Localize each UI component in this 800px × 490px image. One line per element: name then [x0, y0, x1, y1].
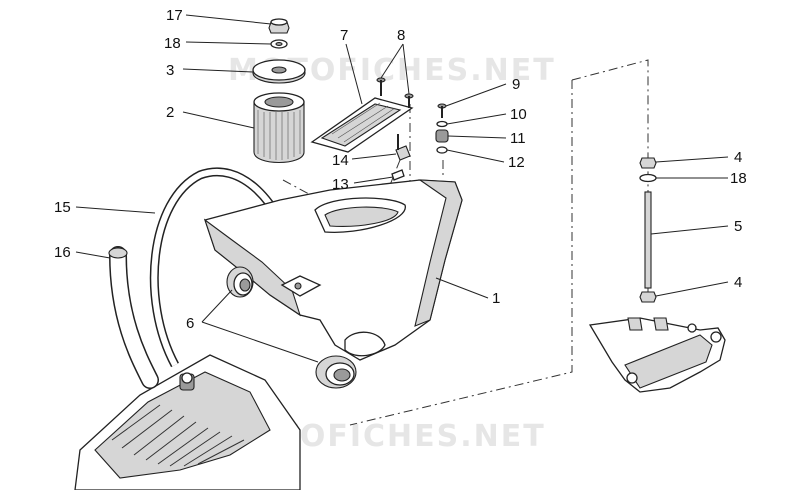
grommet-11	[435, 129, 449, 143]
bolt-9	[437, 103, 447, 118]
callout-13: 13	[332, 176, 349, 193]
callout-8: 8	[397, 27, 405, 44]
intake-rubber-6b	[315, 355, 357, 389]
air-filter-2	[253, 92, 305, 163]
washer-10	[436, 120, 448, 128]
rod-5	[644, 191, 652, 289]
callout-12: 12	[508, 154, 525, 171]
washer-18	[270, 39, 288, 49]
screws-8	[376, 77, 414, 108]
leader-lines	[75, 14, 729, 363]
callout-10: 10	[510, 106, 527, 123]
intake-rubber-6	[226, 266, 254, 298]
callout-17: 17	[166, 7, 183, 24]
clip-14	[395, 134, 411, 161]
callout-2: 2	[166, 104, 174, 121]
callout-18-rod: 18	[730, 170, 747, 187]
callout-labels: 17 18 3 2 7 8 9 10 11 12 14 13 15 16 6 1…	[54, 7, 747, 332]
callout-7: 7	[340, 27, 348, 44]
nut-4-bottom	[639, 291, 657, 303]
nut-17	[268, 18, 290, 34]
callout-18: 18	[164, 35, 181, 52]
nut-4-top	[639, 157, 657, 169]
spacer-12	[436, 146, 448, 154]
engine-block	[74, 354, 301, 490]
airbox-lid-7	[310, 97, 414, 153]
callout-6: 6	[186, 315, 194, 332]
airbox-1	[203, 179, 463, 361]
callout-4-top: 4	[734, 149, 742, 166]
callout-3: 3	[166, 62, 174, 79]
callout-1: 1	[492, 290, 500, 307]
frame-bracket	[588, 317, 726, 393]
filter-cover-3	[252, 59, 306, 84]
callout-4-bottom: 4	[734, 274, 742, 291]
callout-9: 9	[512, 76, 520, 93]
callout-11: 11	[510, 130, 526, 147]
washer-18-rod	[639, 173, 657, 183]
callout-5: 5	[734, 218, 742, 235]
callout-14: 14	[332, 152, 349, 169]
bolt-13	[391, 169, 405, 181]
hose-16	[108, 246, 159, 389]
callout-16: 16	[54, 244, 71, 261]
callout-15: 15	[54, 199, 71, 216]
